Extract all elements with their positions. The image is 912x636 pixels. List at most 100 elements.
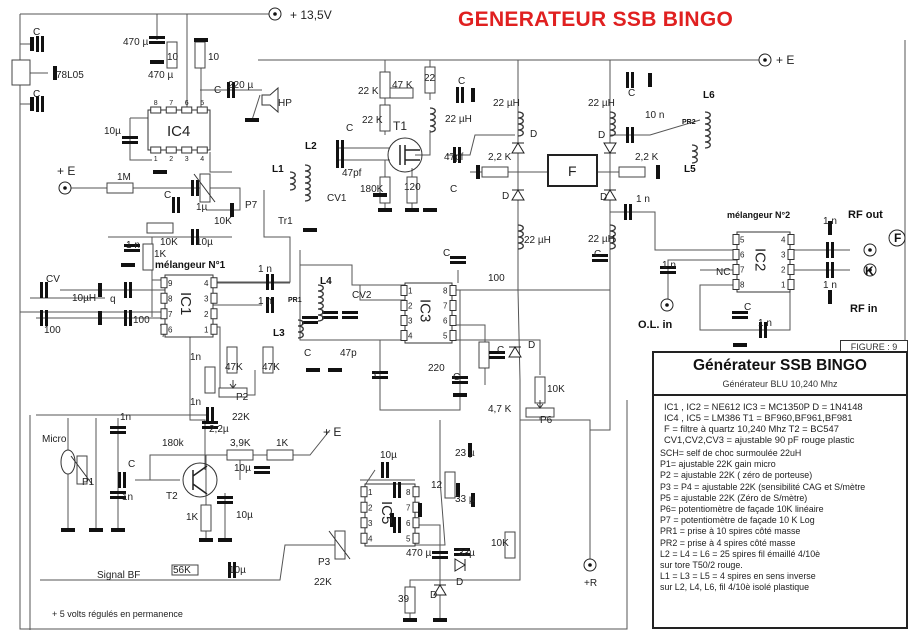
supply-e-top-label: + E: [776, 53, 794, 67]
capacitor-plate: [232, 82, 235, 98]
capacitor-plate: [341, 152, 344, 168]
ground-icon: [245, 118, 259, 122]
diode-icon: [603, 142, 617, 154]
capacitor-plate: [217, 501, 233, 504]
ground-icon: [468, 443, 472, 457]
ground-icon: [30, 97, 34, 111]
ic-pin: [210, 277, 218, 289]
capacitor-plate: [452, 381, 468, 384]
transistor-t1-symbol: [399, 145, 420, 165]
capacitor-plate: [36, 36, 39, 52]
resistor: [226, 449, 254, 461]
component-label: 1n: [190, 397, 201, 408]
component-label: 22K: [314, 577, 332, 588]
component-label: 100: [44, 325, 61, 336]
ground-icon: [378, 208, 392, 212]
capacitor-plate: [122, 136, 138, 139]
ic-pin: [400, 330, 408, 341]
ic-pin-number: 9: [168, 279, 173, 288]
supply-e-left-label: + E: [57, 164, 75, 178]
capacitor-plate: [372, 376, 388, 379]
component-label: C: [33, 89, 40, 100]
component-label: D: [456, 577, 463, 588]
capacitor-plate: [122, 141, 138, 144]
capacitor-plate: [177, 197, 180, 213]
component-label: C: [594, 249, 601, 260]
note-line: SCH= self de choc surmoulée 22uH: [660, 448, 802, 458]
capacitor-plate: [631, 72, 634, 88]
component-label: 47K: [225, 362, 243, 373]
capacitor-plate: [129, 282, 132, 298]
spec-line: IC4 , IC5 = LM386 T1 = BF960,BF961,BF981: [664, 412, 853, 423]
component-label: 180k: [162, 438, 185, 449]
ground-icon: [230, 203, 234, 217]
component-label: C: [164, 190, 171, 201]
capacitor-plate: [191, 180, 194, 196]
supply-e-mid-label: + E: [323, 425, 341, 439]
regulator-78l05: [11, 59, 31, 86]
capacitor-plate: [626, 72, 629, 88]
component-label: + 5 volts régulés en permanence: [52, 609, 183, 619]
component-label: 1µ: [196, 202, 208, 213]
component-label: 470 µ: [406, 548, 431, 559]
capacitor-plate: [202, 421, 218, 424]
connector-pin: [868, 268, 872, 272]
ground-icon: [453, 393, 467, 397]
connector-pin: [868, 248, 872, 252]
resistor: [106, 182, 134, 194]
component-label: C: [33, 27, 40, 38]
component-label: 1 n: [823, 216, 837, 227]
ground-icon: [328, 368, 342, 372]
component-label: 56K: [173, 565, 191, 576]
component-label: 22 K: [358, 86, 379, 97]
ic-pin: [732, 264, 740, 275]
quartz-filter-box: [547, 154, 598, 187]
capacitor-plate: [322, 311, 338, 314]
component-label: 1 n: [823, 280, 837, 291]
resistor: [504, 531, 516, 559]
component-label: C: [214, 85, 221, 96]
ic-pin-number: 7: [168, 310, 173, 319]
ic-ic1-body: [164, 274, 214, 338]
component-label: 10 n: [645, 110, 664, 121]
capacitor-plate: [592, 259, 608, 262]
capacitor-plate: [124, 310, 127, 326]
capacitor-plate: [302, 321, 318, 324]
inductor-icon: [289, 171, 296, 191]
capacitor-plate: [110, 491, 126, 494]
capacitor-plate: [489, 351, 505, 354]
capacitor-plate: [271, 274, 274, 290]
legend-specs: IC1 , IC2 = NE612 IC3 = MC1350P D = 1N41…: [654, 396, 906, 445]
component-label: 10: [167, 52, 179, 63]
capacitor-plate: [191, 229, 194, 245]
component-label: C: [497, 345, 504, 356]
ic-label: IC4: [167, 123, 190, 140]
capacitor-plate: [41, 36, 44, 52]
component-label: q: [110, 294, 116, 305]
ic-pin: [196, 106, 208, 114]
transistor-t2-icon: [182, 462, 218, 498]
ic-pin: [150, 106, 162, 114]
ground-icon: [471, 493, 475, 507]
resistor: [166, 41, 178, 69]
ground-icon: [53, 66, 57, 80]
component-label: 10µ: [380, 450, 397, 461]
capacitor-plate: [110, 431, 126, 434]
capacitor-plate: [110, 496, 126, 499]
ic-pin: [360, 501, 368, 513]
wire: [610, 119, 701, 136]
component-label: 10K: [491, 538, 509, 549]
capacitor-plate: [206, 407, 209, 423]
capacitor-plate: [45, 282, 48, 298]
capacitor-plate: [36, 96, 39, 112]
rf-out-label: RF out: [848, 209, 883, 221]
ic-pin: [449, 330, 457, 341]
component-label: P6: [540, 415, 553, 426]
component-label: P2: [236, 392, 249, 403]
ic-pin-number: 3: [204, 294, 209, 303]
resistor: [379, 71, 391, 99]
wire: [189, 335, 206, 470]
resistor: [262, 346, 274, 374]
ground-icon: [648, 73, 652, 87]
inductor-icon: [609, 111, 616, 137]
